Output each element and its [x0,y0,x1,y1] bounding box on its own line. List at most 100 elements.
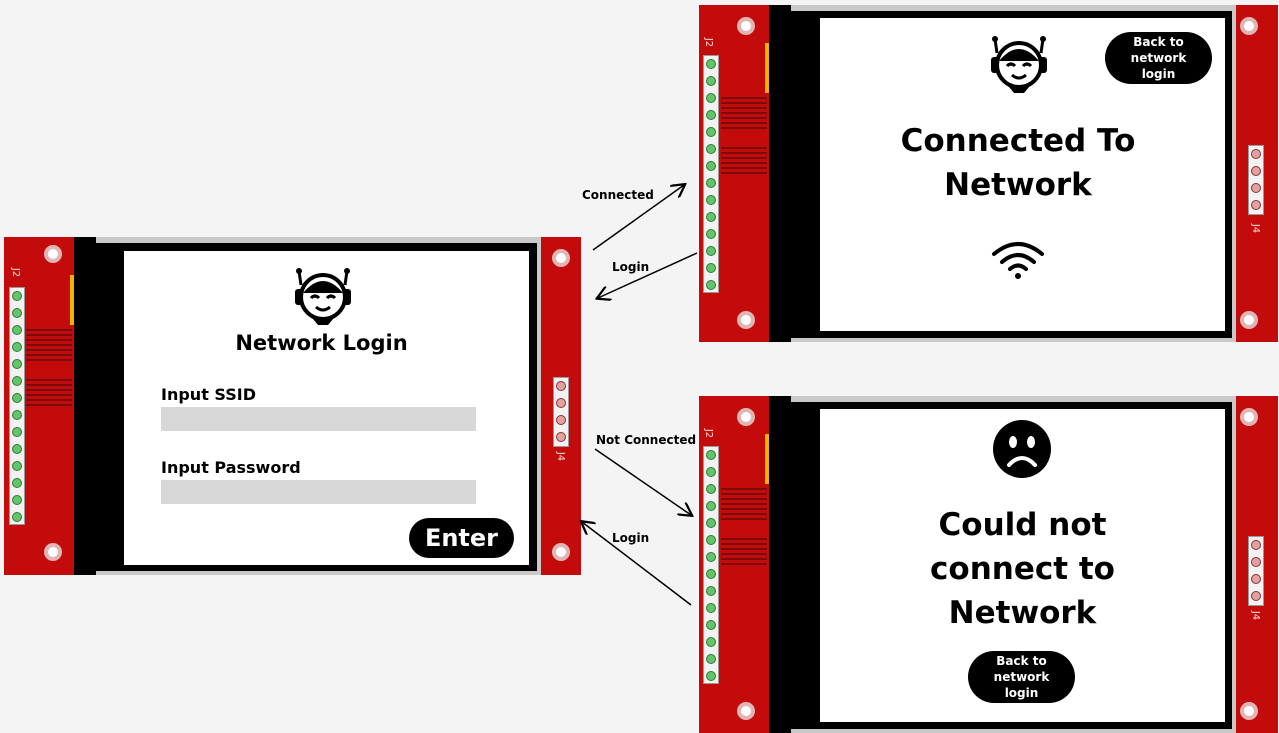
header-pin [706,535,716,545]
pcb-trace [721,107,767,109]
mount-hole [1240,17,1258,35]
pcb-trace [721,157,767,159]
header-pin [706,127,716,137]
j2-pin-header [703,55,719,293]
pcb-trace [26,349,72,351]
connected-heading: Connected To Network [900,123,1136,203]
pcb-trace [721,563,767,565]
pcb-trace [721,152,767,154]
mount-hole [552,543,570,561]
pcb-trace [721,117,767,119]
not-connected-arrow-label: Not Connected [596,433,697,447]
j4-label: J4 [1250,610,1262,621]
header-pin [1251,540,1261,550]
display-tab [769,5,791,342]
pcb-trace [26,379,72,381]
failed-screen: Could not connect to Network Back to net… [820,409,1225,722]
pcb-trace [721,488,767,490]
display-tab [74,237,96,575]
login-screen: Network Login Input SSID Input Password … [124,251,529,565]
pcb-trace [721,498,767,500]
header-pin [706,161,716,171]
pcb-trace [26,339,72,341]
pcb-trace [721,102,767,104]
header-pin [706,212,716,222]
failed-board: J2 J4 Could not connect to Network Back … [699,396,1278,733]
header-pin [556,381,566,391]
login-board: J2 J4 Network Login Input SSID Input Pas… [4,237,581,575]
mount-hole [737,408,755,426]
pcb-trace [26,404,72,406]
pcb-trace [721,553,767,555]
connected-arrow-label: Connected [582,188,654,202]
pcb-trace [721,97,767,99]
mount-hole [44,245,62,263]
header-pin [706,59,716,69]
pcb-trace [721,558,767,560]
mount-hole [44,543,62,561]
mount-hole [1240,311,1258,329]
header-pin [12,291,22,301]
back-to-login-button[interactable]: Back to network login [1105,32,1212,84]
header-pin [706,93,716,103]
pcb-trace [26,344,72,346]
header-pin [12,308,22,318]
pcb-trace [721,167,767,169]
pcb-trace [721,162,767,164]
header-pin [706,654,716,664]
header-pin [706,552,716,562]
mount-hole [737,311,755,329]
pcb-trace [26,399,72,401]
header-pin [12,427,22,437]
header-pin [12,359,22,369]
header-pin [12,376,22,386]
header-pin [706,501,716,511]
header-pin [706,450,716,460]
header-pin [706,637,716,647]
j2-pin-header [703,446,719,684]
header-pin [12,478,22,488]
pcb-trace [721,493,767,495]
header-pin [706,620,716,630]
failed-heading: Could not connect to Network [930,507,1115,631]
header-pin [706,246,716,256]
pcb-trace [26,384,72,386]
connected-screen: Back to network login Connected To Netwo… [820,18,1225,331]
mount-hole [552,249,570,267]
header-pin [12,512,22,522]
login-arrow-label-top: Login [612,260,650,274]
header-pin [12,461,22,471]
j4-pin-header [1248,536,1264,606]
header-pin [12,393,22,403]
header-pin [1251,557,1261,567]
password-input[interactable] [161,480,476,504]
ssid-label: Input SSID [161,385,256,404]
pcb-trace [721,122,767,124]
header-pin [12,495,22,505]
j4-label: J4 [555,451,567,462]
back-to-login-button[interactable]: Back to network login [968,651,1075,703]
enter-button[interactable]: Enter [409,518,514,558]
login-arrow-label-bottom: Login [612,531,650,545]
mount-hole [1240,408,1258,426]
pcb-trace [26,394,72,396]
j2-label: J2 [10,267,22,278]
pcb-trace [26,354,72,356]
header-pin [556,398,566,408]
header-pin [556,415,566,425]
pcb-trace [721,127,767,129]
header-pin [706,603,716,613]
header-pin [706,195,716,205]
header-pin [706,467,716,477]
header-pin [706,263,716,273]
j2-label: J2 [703,428,715,439]
pcb-trace [721,548,767,550]
mount-hole [1240,702,1258,720]
ssid-input[interactable] [161,407,476,431]
header-pin [706,484,716,494]
header-pin [556,432,566,442]
header-pin [706,280,716,290]
wifi-icon [992,242,1044,279]
header-pin [706,110,716,120]
pcb-trace [721,518,767,520]
